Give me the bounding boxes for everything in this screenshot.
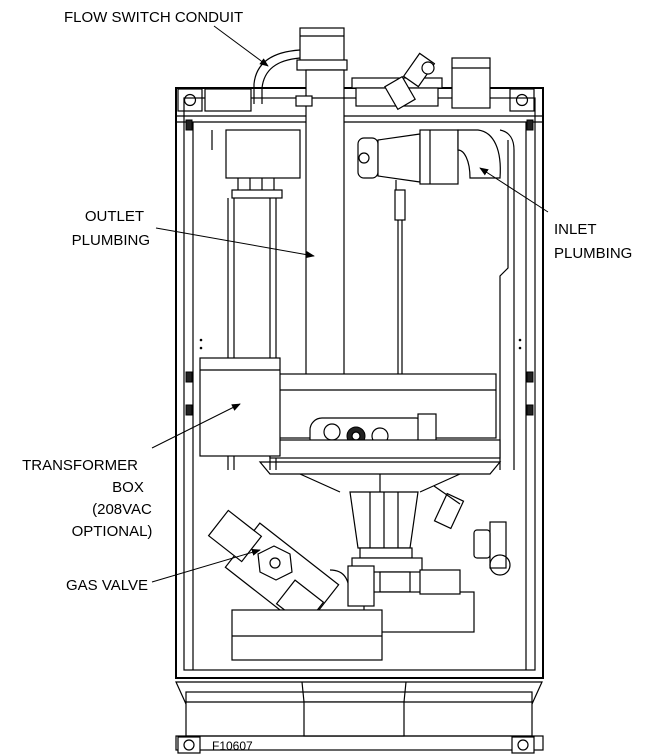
inlet-plumbing-label-line2: PLUMBING (554, 245, 632, 262)
heat-exchanger (258, 373, 502, 494)
outlet-pipe (285, 69, 369, 425)
flow-switch-conduit-leader (213, 25, 269, 67)
outlet-plumbing-label-line1: OUTLET (85, 208, 144, 225)
transformer-box-label-line3: (208VAC (92, 501, 152, 518)
transformer-box-label-line2: BOX (112, 479, 144, 496)
transformer-box-label-line1: TRANSFORMER (22, 457, 138, 474)
top-fittings (204, 27, 491, 112)
flow-switch-conduit (253, 49, 301, 104)
transformer-box-label-line4: OPTIONAL) (72, 523, 153, 540)
outlet-plumbing-leader (155, 227, 315, 259)
transformer-box (199, 357, 281, 457)
figure-number: F10607 (212, 739, 253, 753)
inlet-pipe (357, 129, 515, 470)
base-pan (175, 681, 544, 754)
gas-valve-leader (151, 548, 261, 583)
transformer-box-leader (151, 403, 241, 449)
flow-switch (473, 521, 511, 576)
gas-valve-label: GAS VALVE (66, 577, 148, 594)
inlet-plumbing-label-line1: INLET (554, 221, 597, 238)
leader-lines (151, 25, 549, 583)
outlet-plumbing-label-line2: PLUMBING (72, 232, 150, 249)
flow-switch-conduit-label: FLOW SWITCH CONDUIT (64, 9, 243, 26)
inlet-plumbing-leader (479, 167, 549, 213)
